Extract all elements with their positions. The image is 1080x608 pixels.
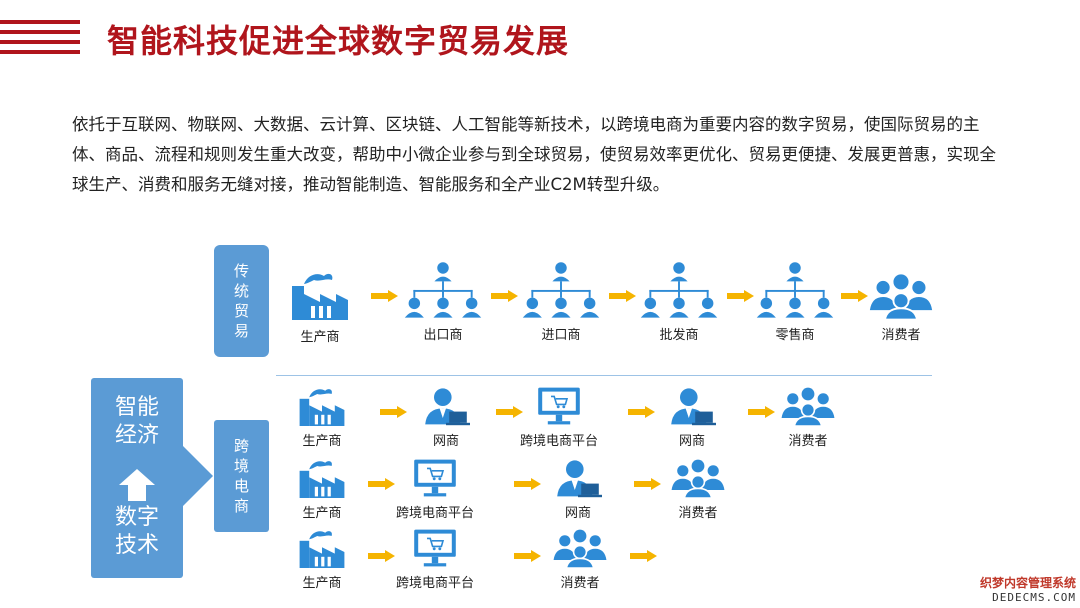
cross-border-label-box: 跨境电商 [214,420,269,532]
computer-monitor-icon [407,458,463,498]
group-icon [552,528,608,568]
chain-arrow-icon [514,478,542,490]
chain-arrow-icon [371,290,399,302]
chain-label: 消费者 [881,328,921,343]
chain-label: 生产商 [302,576,342,591]
chain-arrow-icon [630,550,658,562]
chain-arrow-icon [727,290,755,302]
chain-label: 进口商 [541,328,581,343]
chain-label: 生产商 [302,506,342,521]
chain-label: 消费者 [788,434,828,449]
chain-arrow-icon [491,290,519,302]
factory-icon [294,386,350,426]
chain-node: 网商 [418,386,474,449]
chain-label: 网商 [564,506,591,521]
intro-paragraph: 依托于互联网、物联网、大数据、云计算、区块链、人工智能等新技术，以跨境电商为重要… [72,115,996,194]
chain-node: 生产商 [294,458,350,521]
chain-arrow-icon [496,406,524,418]
chain-node: 进口商 [518,258,604,343]
computer-monitor-icon [407,528,463,568]
chain-arrow-icon [380,406,408,418]
factory-icon [294,458,350,498]
computer-monitor-icon [531,386,587,426]
org-tree-icon [400,258,486,320]
chain-label: 网商 [678,434,705,449]
factory-icon [294,528,350,568]
chain-node: 消费者 [552,528,608,591]
group-icon [868,272,934,320]
cross-border-label: 跨境电商 [233,437,249,515]
chain-label: 生产商 [302,434,342,449]
chain-node: 跨境电商平台 [520,386,598,449]
page-title: 智能科技促进全球数字贸易发展 [107,22,570,60]
chain-arrow-icon [634,478,662,490]
online-merchant-icon [664,386,720,426]
chain-label: 跨境电商平台 [396,506,475,521]
chain-label: 跨境电商平台 [520,434,599,449]
online-merchant-icon [418,386,474,426]
chain-node: 生产商 [294,528,350,591]
chain-arrow-icon [368,550,396,562]
chain-label: 消费者 [560,576,600,591]
up-arrow-icon [119,469,155,501]
chain-arrow-icon [748,406,776,418]
chain-node: 生产商 [294,386,350,449]
chain-arrow-icon [514,550,542,562]
chain-arrow-icon [841,290,869,302]
chain-arrow-icon [628,406,656,418]
chain-node: 网商 [664,386,720,449]
chain-node: 跨境电商平台 [396,528,474,591]
chain-node: 网商 [550,458,606,521]
digital-tech-label: 数字技术 [114,505,159,558]
chain-label: 出口商 [423,328,463,343]
section-divider [276,375,932,376]
chain-arrow-icon [609,290,637,302]
online-merchant-icon [550,458,606,498]
chain-label: 消费者 [678,506,718,521]
watermark: 织梦内容管理系统 DEDECMS.COM [980,574,1076,604]
chain-label: 网商 [432,434,459,449]
chain-arrow-icon [368,478,396,490]
org-tree-icon [518,258,604,320]
chain-label: 批发商 [659,328,699,343]
right-arrow-icon [183,446,213,506]
group-icon [670,458,726,498]
chain-node: 零售商 [752,258,838,343]
watermark-en: DEDECMS.COM [992,591,1076,604]
chain-label: 生产商 [300,330,340,345]
chain-label: 跨境电商平台 [396,576,475,591]
chain-node: 消费者 [670,458,726,521]
smart-economy-label: 智能经济 [114,395,159,448]
factory-icon [290,268,350,322]
chain-node: 消费者 [868,272,934,343]
traditional-trade-label: 传统贸易 [233,262,249,340]
chain-node: 批发商 [636,258,722,343]
org-tree-icon [752,258,838,320]
chain-node: 生产商 [290,268,350,345]
chain-label: 零售商 [775,328,815,343]
chain-node: 消费者 [780,386,836,449]
traditional-trade-label-box: 传统贸易 [214,245,269,357]
group-icon [780,386,836,426]
chain-node: 跨境电商平台 [396,458,474,521]
watermark-cn: 织梦内容管理系统 [979,576,1076,590]
org-tree-icon [636,258,722,320]
title-stripes-decoration [0,20,80,64]
right-arrow-body [166,462,186,490]
chain-node: 出口商 [400,258,486,343]
